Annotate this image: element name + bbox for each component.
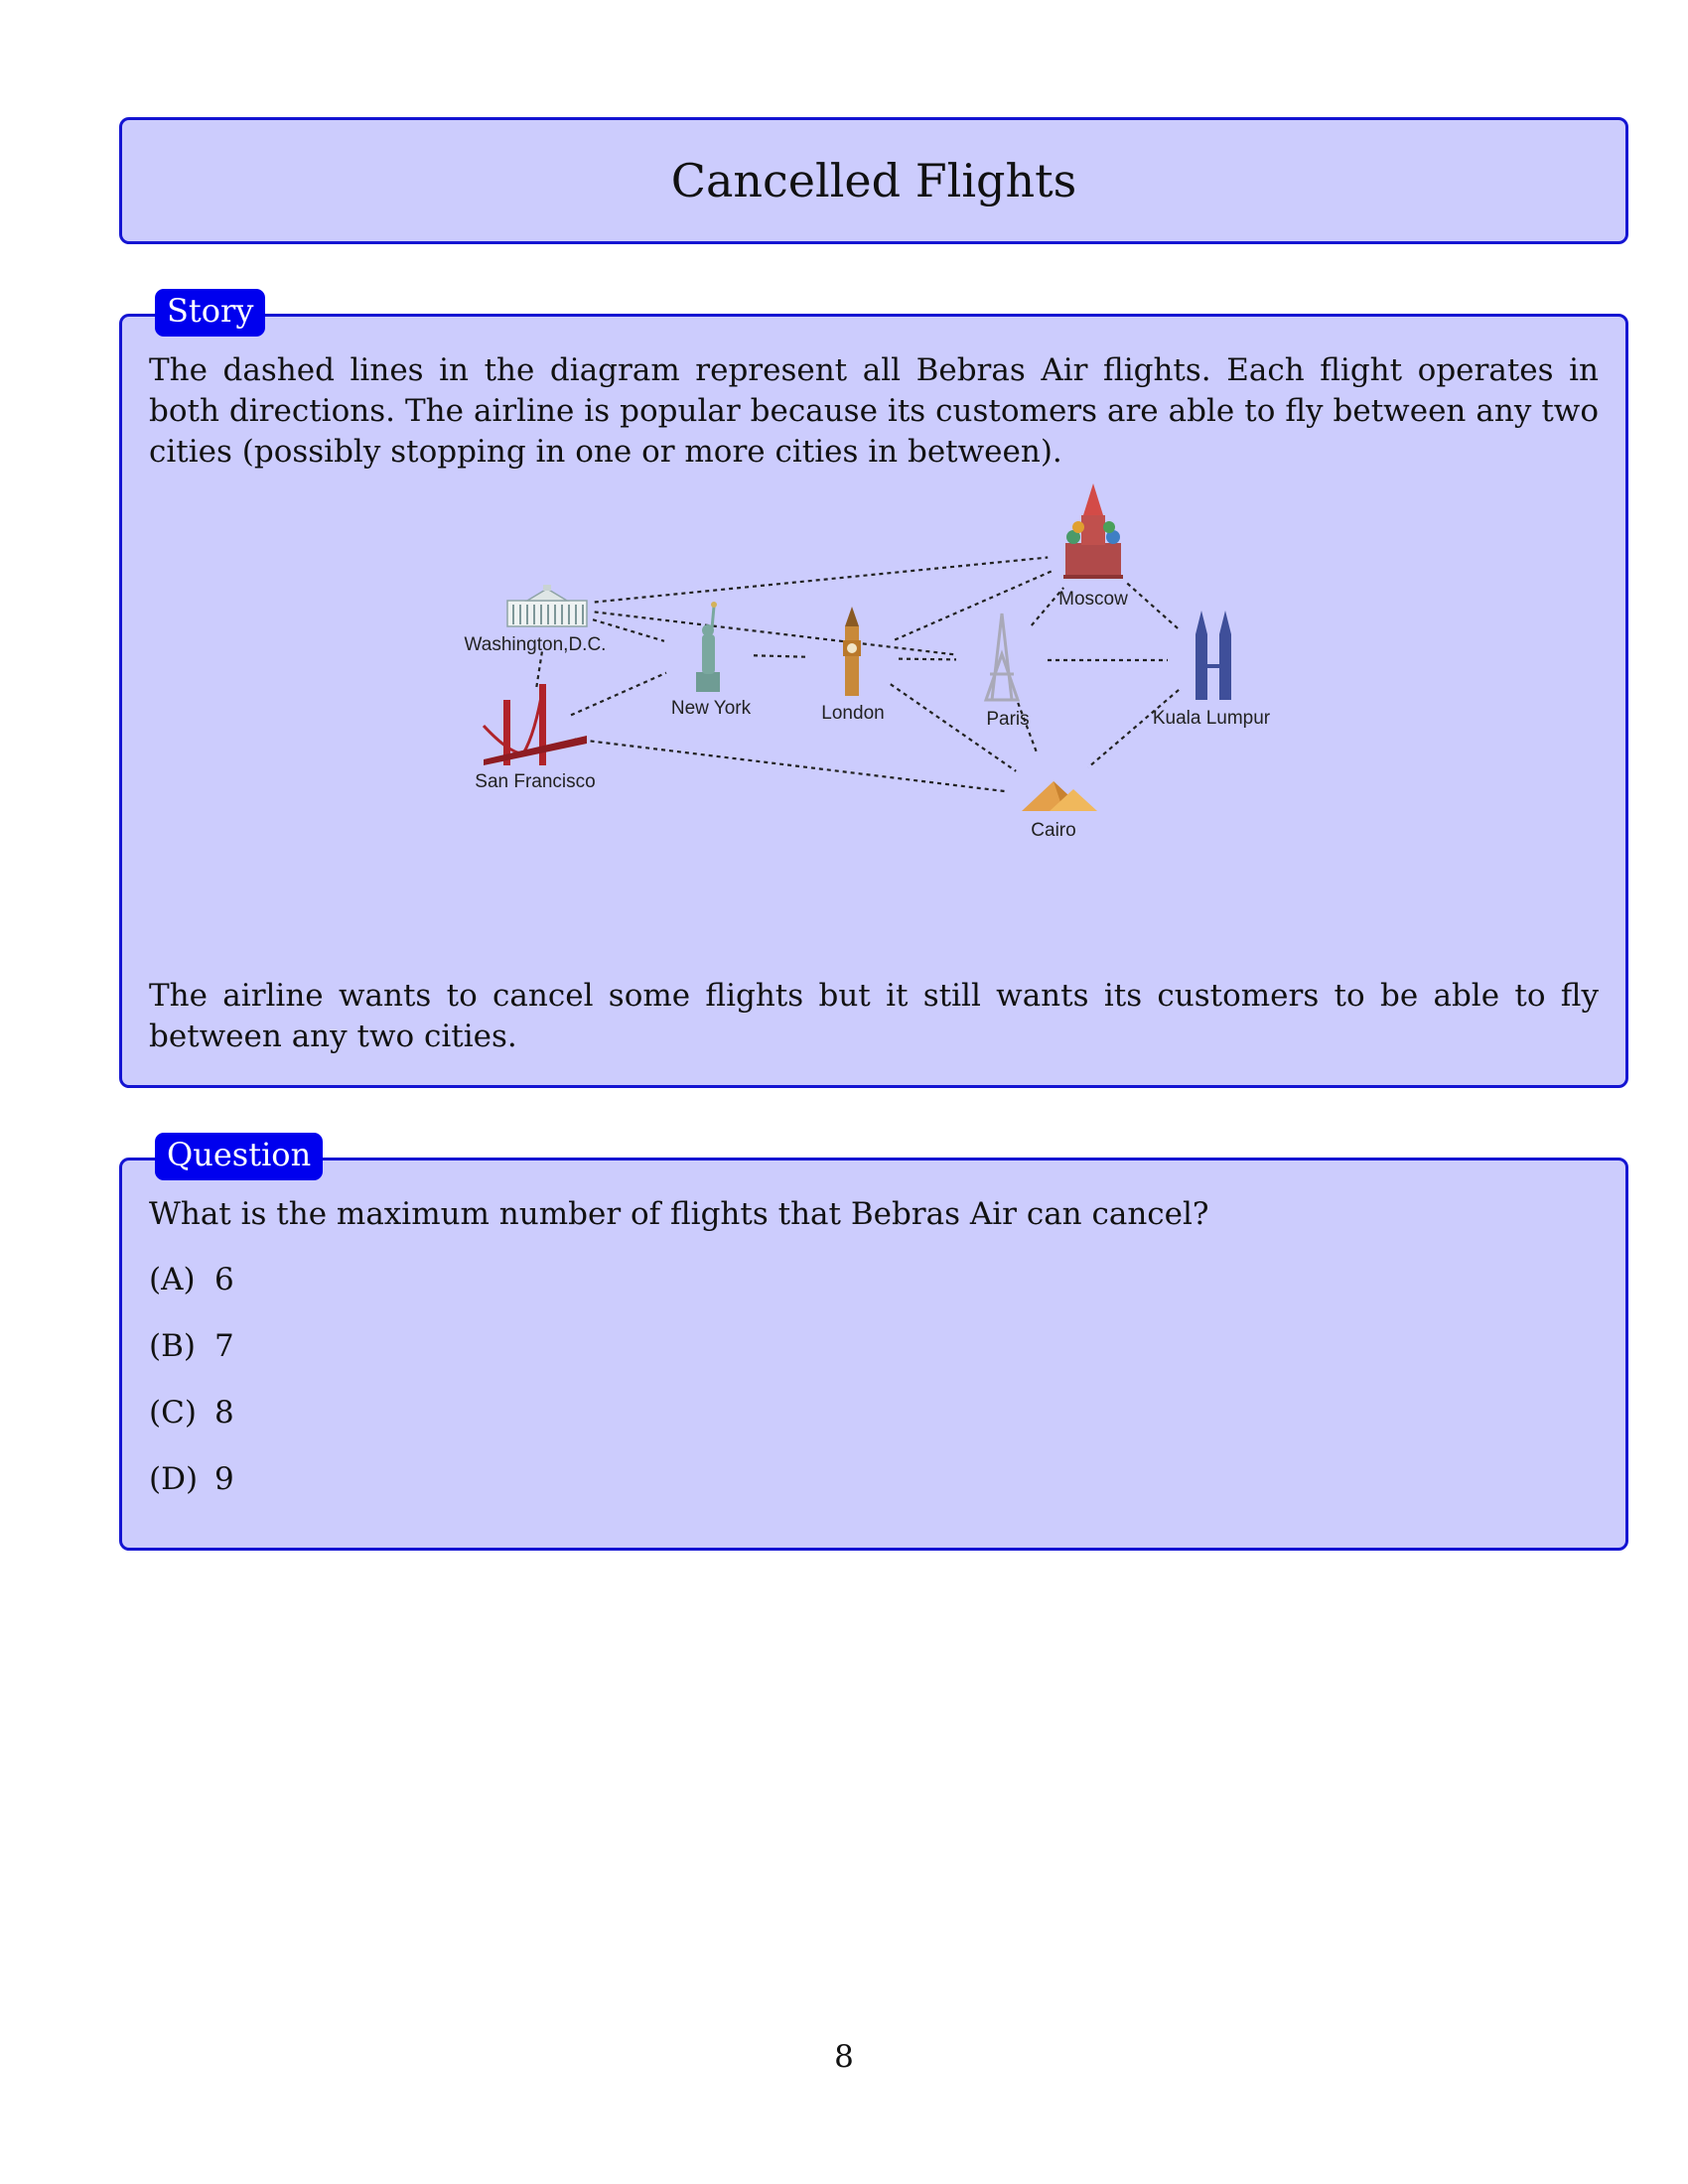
option-d-value: 9 [214,1461,234,1497]
flight-edge-washington-moscow [594,556,1049,604]
kuala-lumpur-icon [1196,611,1231,700]
san-francisco-label: San Francisco [475,771,595,792]
question-text: What is the maximum number of flights th… [149,1196,1209,1232]
option-b-value: 7 [214,1328,234,1364]
flight-edge-kuala-lumpur-cairo [1087,689,1180,768]
flight-edges [535,556,1181,793]
washington-label: Washington,D.C. [465,634,607,655]
option-a[interactable]: (A) 6 [149,1260,234,1299]
option-a-label: (A) [149,1262,196,1297]
option-b-label: (B) [149,1328,196,1364]
flight-edge-washington-san-francisco [535,651,543,689]
option-a-value: 6 [214,1262,234,1297]
question-tab: Question [155,1133,324,1180]
paris-label: Paris [986,709,1029,730]
flight-edge-moscow-kuala-lumpur [1126,582,1181,631]
title-box: Cancelled Flights [119,117,1628,244]
flight-edge-london-paris [898,657,957,661]
kuala-lumpur-label: Kuala Lumpur [1153,708,1271,729]
story-box: The dashed lines in the diagram represen… [119,314,1628,1088]
flight-edge-san-francisco-cairo [574,738,1009,793]
option-b[interactable]: (B) 7 [149,1326,234,1366]
option-c-label: (C) [149,1395,197,1431]
london-label: London [821,703,884,724]
moscow-label: Moscow [1058,589,1128,610]
flight-network-diagram: Washington,D.C. Moscow New York [465,483,1271,841]
flight-edge-paris-cairo [1017,702,1039,755]
story-tab: Story [155,289,266,337]
question-box: What is the maximum number of flights th… [119,1158,1628,1551]
option-c[interactable]: (C) 8 [149,1393,234,1433]
flight-edge-san-francisco-new-york [570,671,667,717]
page-title: Cancelled Flights [670,154,1077,207]
san-francisco-icon [482,684,587,765]
flight-edge-washington-paris [594,611,957,656]
cairo-icon [1022,781,1097,811]
flight-edge-paris-moscow [1030,587,1065,626]
paris-icon [983,613,1021,702]
london-icon [843,607,861,696]
moscow-icon [1063,483,1123,579]
story-paragraph-1: The dashed lines in the diagram represen… [149,352,1599,470]
washington-icon [506,585,588,627]
story-paragraph-2: The airline wants to cancel some flights… [149,978,1599,1054]
new-york-icon [696,602,720,692]
option-d[interactable]: (D) 9 [149,1459,234,1499]
flight-edge-london-cairo [890,683,1017,772]
page-number: 8 [834,2039,854,2075]
cairo-label: Cairo [1031,820,1075,841]
flight-edge-london-moscow [894,570,1053,641]
flight-edge-new-york-london [753,654,808,658]
option-c-value: 8 [214,1395,234,1431]
new-york-label: New York [671,698,752,719]
option-d-label: (D) [149,1461,199,1497]
